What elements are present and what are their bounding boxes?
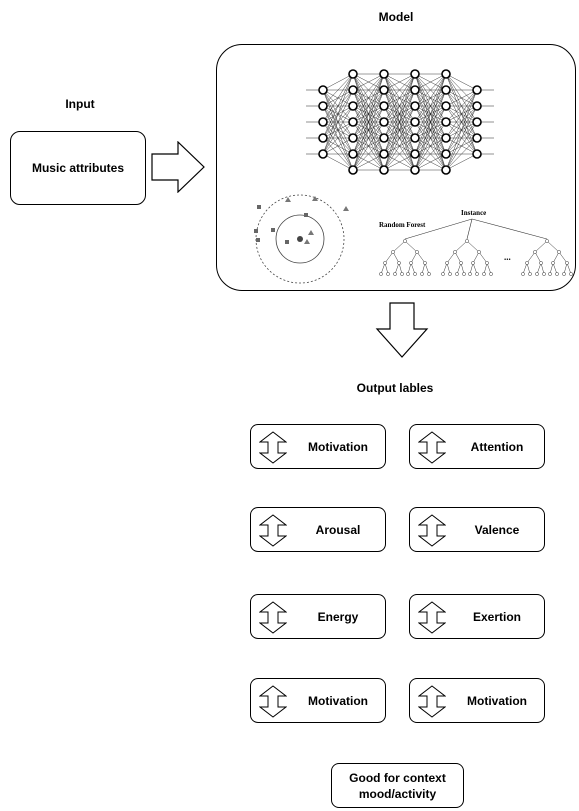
neuron-node [472, 101, 482, 111]
neuron-node [472, 117, 482, 127]
neuron-node [318, 85, 328, 95]
up-down-arrow-icon [418, 431, 446, 464]
neuron-node [379, 101, 389, 111]
neuron-node [410, 101, 420, 111]
output-label-text: Motivation [308, 439, 368, 454]
neuron-node [441, 133, 451, 143]
neuron-node [441, 85, 451, 95]
neuron-node [379, 85, 389, 95]
neuron-node [348, 133, 358, 143]
output-label-arousal: Arousal [250, 507, 386, 552]
neuron-node [441, 165, 451, 175]
knn-scatter-diagram [254, 194, 349, 284]
input-box: Music attributes [10, 131, 146, 205]
up-down-arrow-icon [418, 514, 446, 547]
neuron-node [348, 69, 358, 79]
instance-label: Instance [461, 209, 486, 217]
neuron-node [410, 85, 420, 95]
neuron-node [410, 117, 420, 127]
neuron-node [379, 133, 389, 143]
output-label-motivation-2: Motivation [250, 678, 386, 723]
output-label-text: Attention [470, 439, 524, 454]
neuron-node [410, 133, 420, 143]
neuron-node [348, 85, 358, 95]
output-label-text: Exertion [472, 609, 521, 624]
neuron-node [472, 149, 482, 159]
neuron-node [348, 149, 358, 159]
output-label-motivation-3: Motivation [409, 678, 545, 723]
up-down-arrow-icon [418, 685, 446, 718]
up-down-arrow-icon [259, 431, 287, 464]
output-label-text: Arousal [315, 522, 361, 537]
output-label-exertion: Exertion [409, 594, 545, 639]
neuron-node [441, 149, 451, 159]
neuron-node [472, 133, 482, 143]
up-down-arrow-icon [259, 601, 287, 634]
random-forest-diagram: Random Forest Instance ... [379, 209, 573, 276]
output-label-text: Motivation [467, 693, 527, 708]
result-line-1: Good for context [349, 770, 446, 785]
output-label-valence: Valence [409, 507, 545, 552]
right-arrow-icon [151, 141, 205, 193]
up-down-arrow-icon [259, 685, 287, 718]
neuron-node [410, 165, 420, 175]
input-box-label: Music attributes [31, 161, 124, 175]
neuron-node [379, 117, 389, 127]
neuron-node [348, 165, 358, 175]
output-label-text: Motivation [308, 693, 368, 708]
down-arrow-icon [375, 302, 429, 358]
output-label-attention: Attention [409, 424, 545, 469]
output-title: Output lables [356, 381, 434, 395]
neuron-node [348, 101, 358, 111]
input-title: Input [65, 97, 95, 111]
neuron-node [441, 101, 451, 111]
result-line-2: mood/activity [358, 786, 437, 801]
forest-ellipsis: ... [504, 252, 511, 262]
neural-network-diagram [306, 69, 494, 175]
neuron-node [318, 133, 328, 143]
neuron-node [379, 69, 389, 79]
neuron-node [318, 117, 328, 127]
output-label-motivation: Motivation [250, 424, 386, 469]
neuron-node [472, 85, 482, 95]
output-label-text: Valence [474, 522, 520, 537]
result-box: Good for context mood/activity [331, 763, 464, 808]
model-title: Model [378, 10, 414, 24]
neuron-node [318, 149, 328, 159]
output-label-energy: Energy [250, 594, 386, 639]
neuron-node [379, 149, 389, 159]
neuron-node [318, 101, 328, 111]
neuron-node [410, 69, 420, 79]
neuron-node [348, 117, 358, 127]
neuron-node [441, 69, 451, 79]
up-down-arrow-icon [259, 514, 287, 547]
neuron-node [410, 149, 420, 159]
random-forest-title: Random Forest [379, 221, 426, 229]
model-box: Random Forest Instance ... [216, 44, 576, 291]
neuron-node [441, 117, 451, 127]
output-label-text: Energy [317, 609, 359, 624]
up-down-arrow-icon [418, 601, 446, 634]
neuron-node [379, 165, 389, 175]
